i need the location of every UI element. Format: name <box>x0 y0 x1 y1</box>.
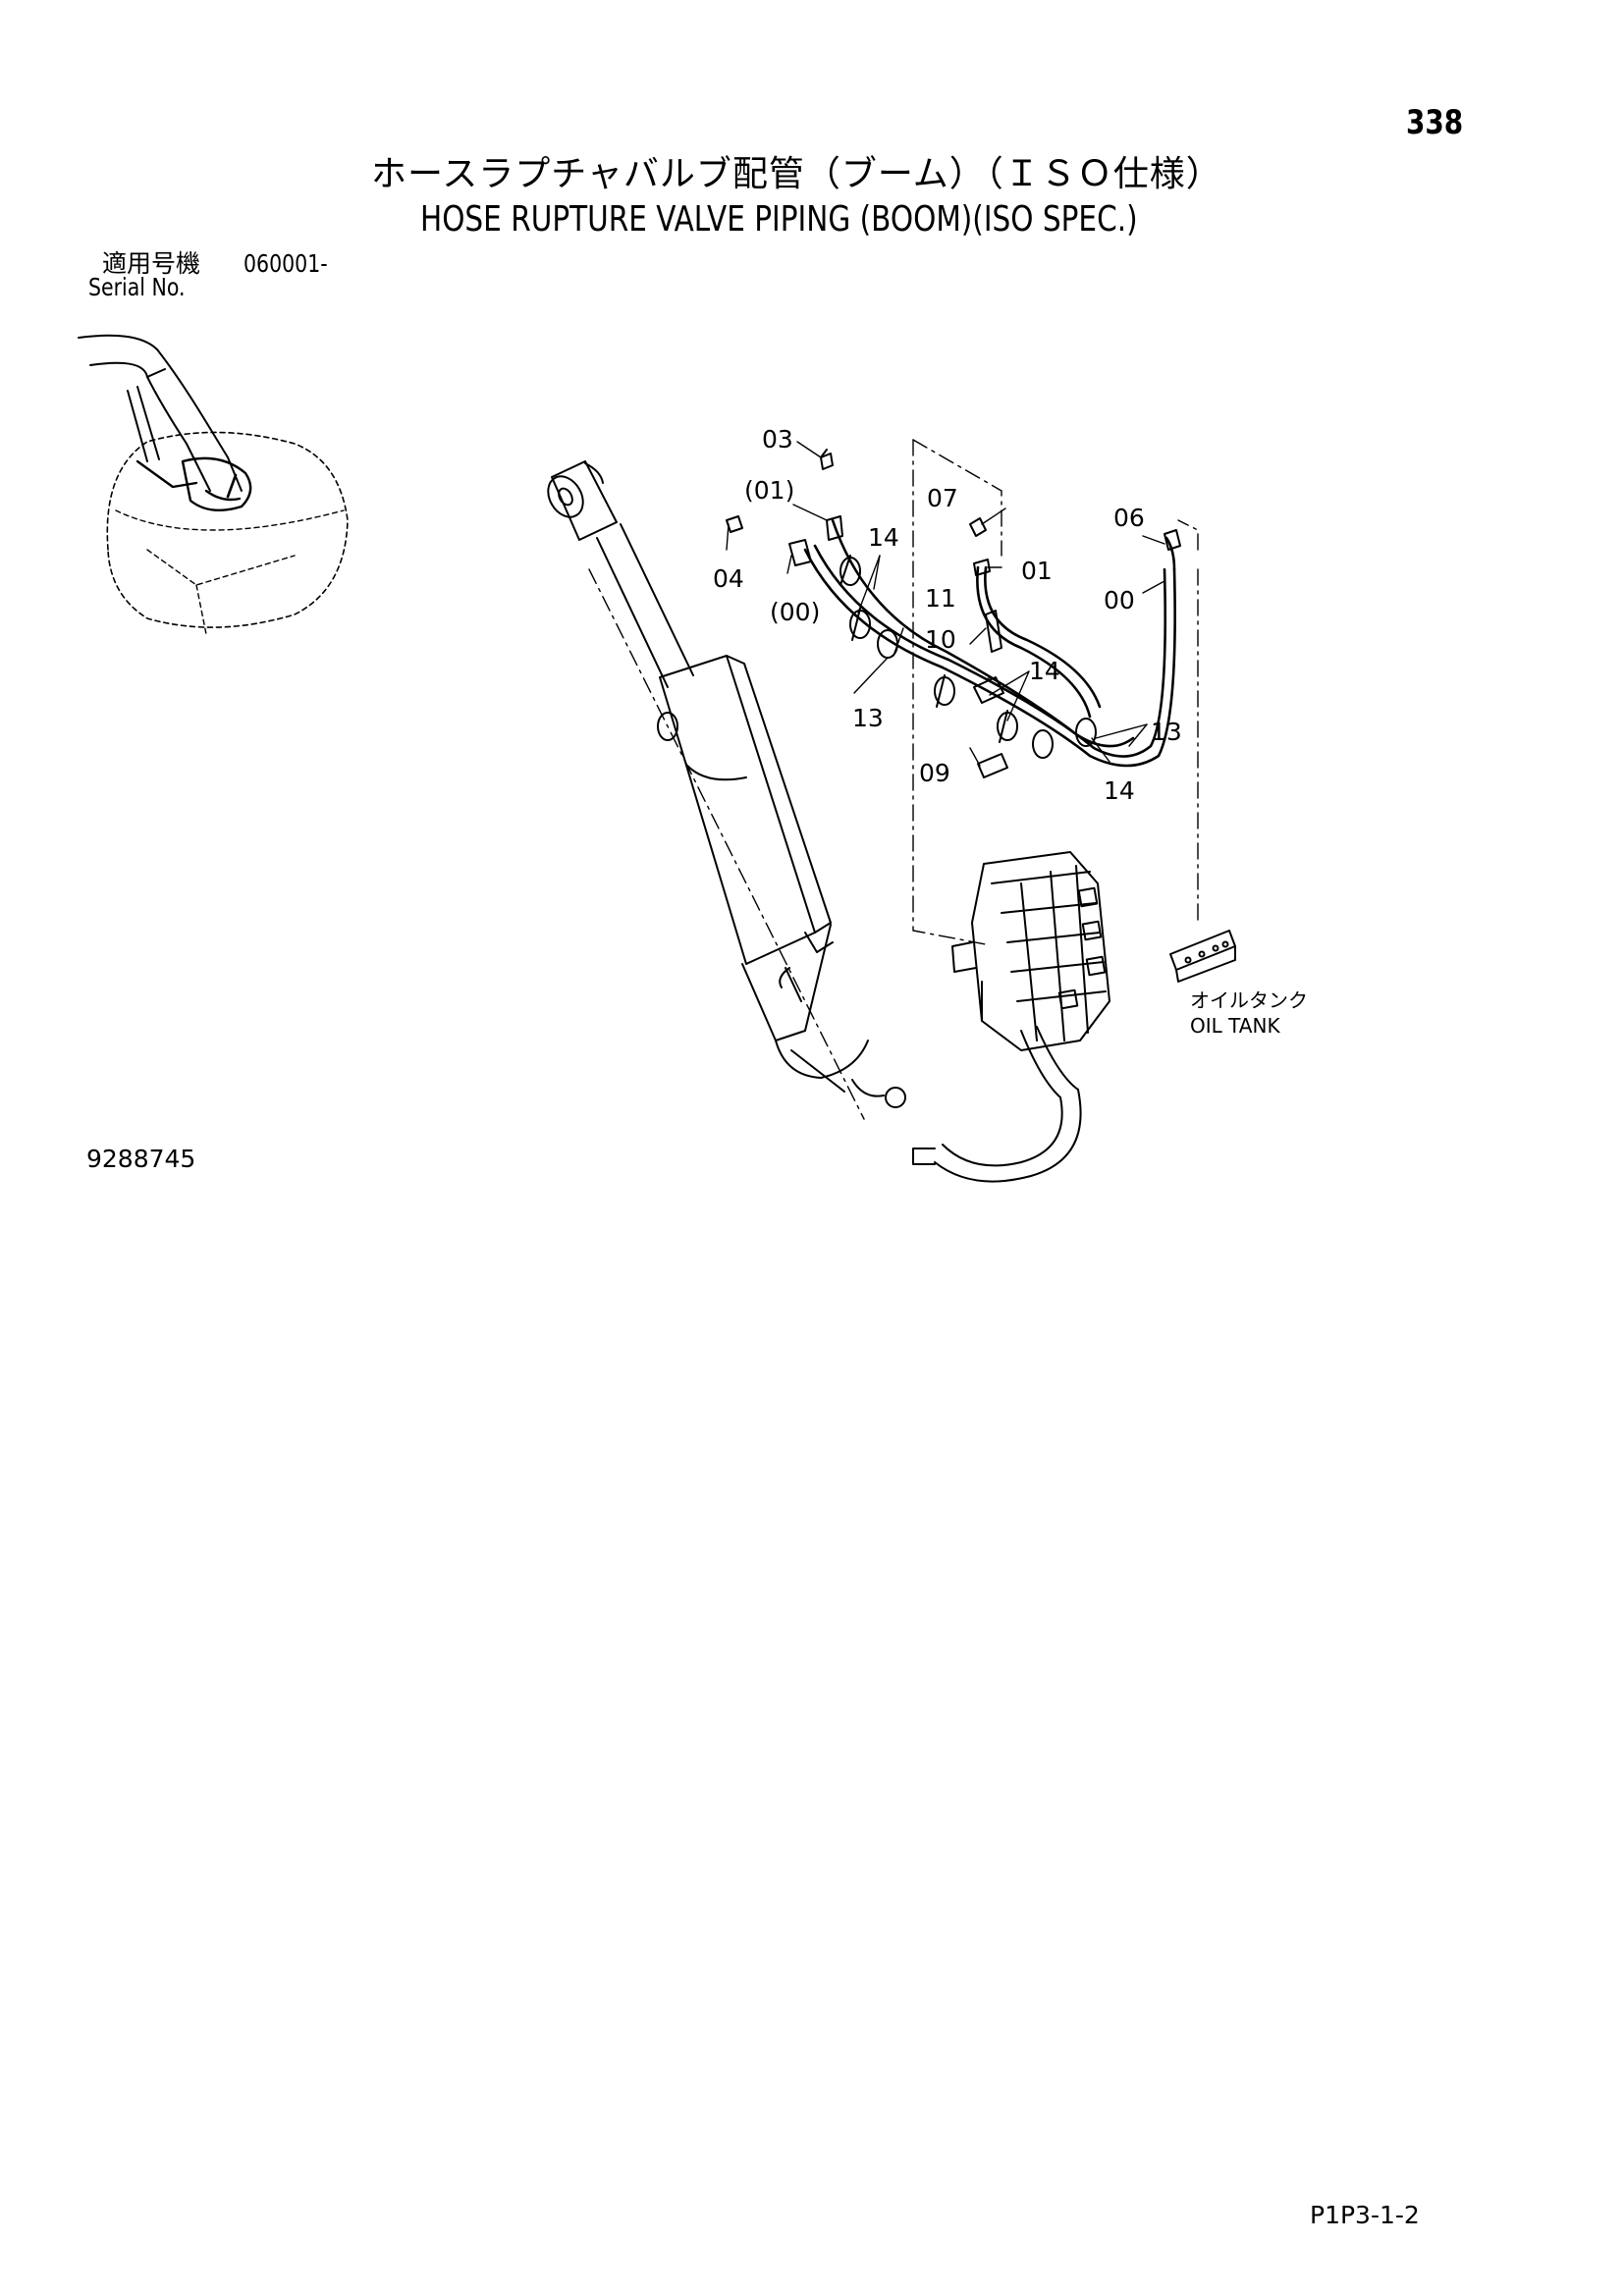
oil-tank-plate-illustration <box>1169 930 1236 983</box>
callout-13-left: 13 <box>852 704 884 732</box>
callout-04: 04 <box>713 564 744 593</box>
callout-13-right: 13 <box>1151 718 1182 746</box>
callout-00: 00 <box>1104 586 1135 614</box>
callout-01-parenthesized: (01) <box>744 476 794 505</box>
serial-label-japanese: 適用号機 <box>102 249 201 278</box>
figure-number: 9288745 <box>86 1145 196 1173</box>
callout-leader-lines <box>726 441 1165 767</box>
callout-03: 03 <box>762 425 793 454</box>
serial-number-range: 060001- <box>244 249 328 278</box>
cylinder-centerline <box>588 568 865 1120</box>
callout-14-middle: 14 <box>1029 657 1060 685</box>
oil-tank-label-japanese: オイルタンク <box>1190 988 1308 1012</box>
page-code: P1P3-1-2 <box>1310 2201 1420 2229</box>
assembly-boundary-line-2 <box>912 439 987 945</box>
control-valve-illustration <box>912 851 1110 1183</box>
callout-14-upper: 14 <box>868 523 899 552</box>
assembly-boundary-line <box>912 439 1002 557</box>
callout-01: 01 <box>1021 557 1053 585</box>
callout-11: 11 <box>925 584 956 613</box>
callout-14-lower: 14 <box>1104 776 1135 805</box>
title-japanese: ホースラプチャバルブ配管（ブーム）（ＩＳＯ仕様） <box>371 154 1222 194</box>
callout-09: 09 <box>919 759 950 787</box>
callout-10: 10 <box>925 625 956 654</box>
callout-labels: 03 (01) 04 (00) 14 13 07 01 11 10 14 09 … <box>713 425 1308 1038</box>
title-english: HOSE RUPTURE VALVE PIPING (BOOM)(ISO SPE… <box>420 199 1138 240</box>
fittings <box>726 449 1181 778</box>
serial-label-english: Serial No. <box>88 273 186 301</box>
page-number: 338 <box>1406 103 1464 142</box>
callout-07: 07 <box>927 484 958 512</box>
oil-tank-label-english: OIL TANK <box>1190 1014 1280 1038</box>
boom-cylinder-illustration <box>547 460 906 1108</box>
hose-assembly <box>803 518 1176 768</box>
callout-06: 06 <box>1113 504 1145 532</box>
callout-00-parenthesized: (00) <box>770 598 820 626</box>
excavator-overview-illustration <box>78 334 349 635</box>
